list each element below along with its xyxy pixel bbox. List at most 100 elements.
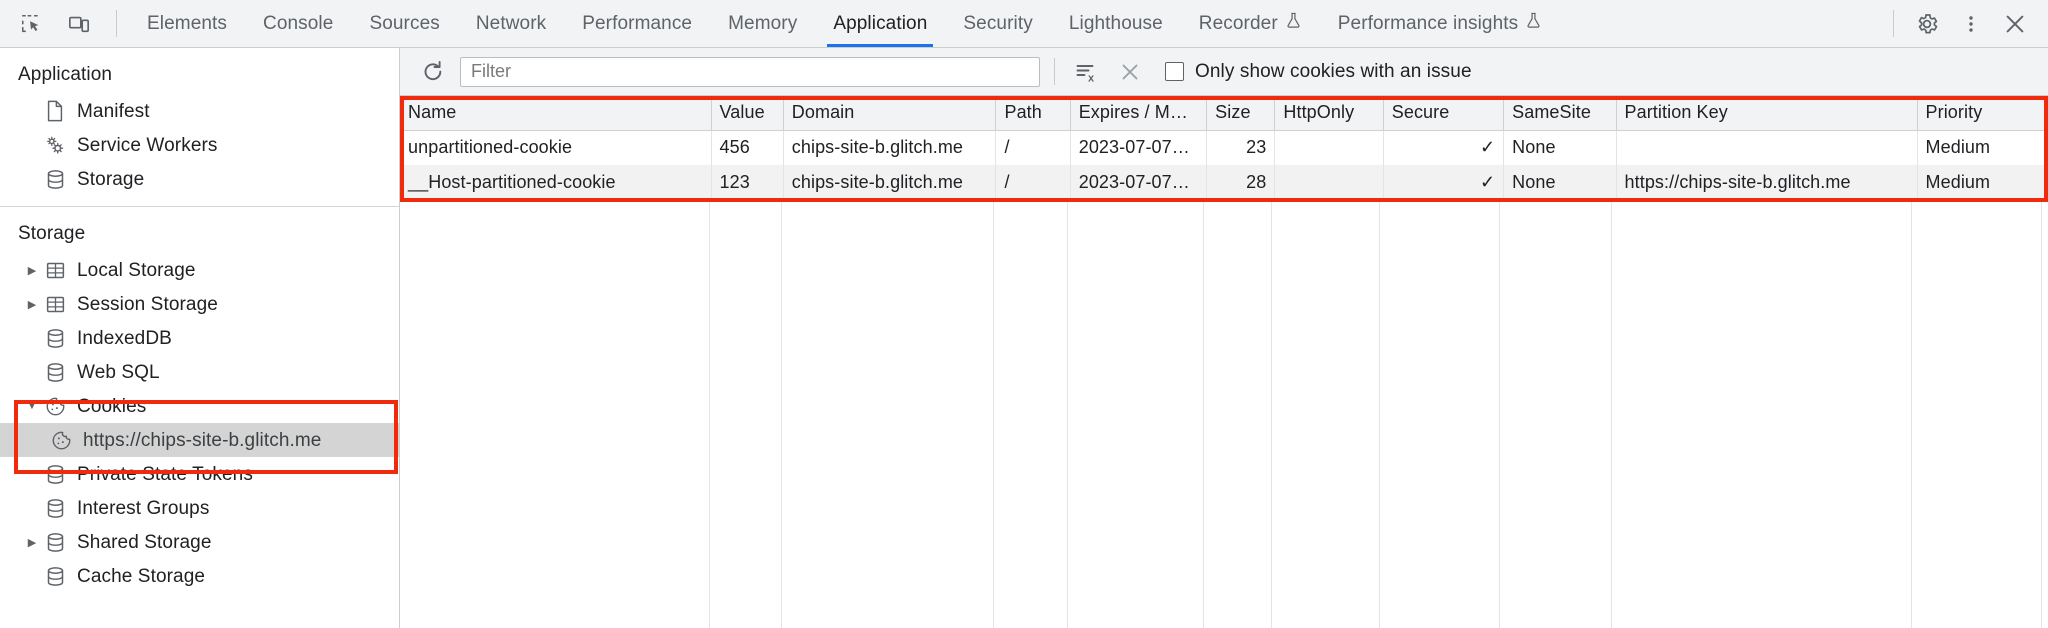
inspect-element-icon[interactable] [14,7,48,41]
cookie-icon [42,396,68,417]
sidebar-item-label: Private State Tokens [77,463,253,485]
clear-all-cookies-icon[interactable]: x [1069,55,1103,89]
tab-label: Network [475,12,547,34]
gear-icon[interactable] [1910,7,1944,41]
database-icon [42,498,68,519]
experiment-flask-icon [1285,12,1302,35]
cell-priority: Medium [1917,165,2048,200]
column-header-domain[interactable]: Domain [783,96,997,131]
tab-label: Elements [147,12,228,34]
tab-label: Console [263,12,334,34]
device-toolbar-icon[interactable] [62,7,96,41]
kebab-menu-icon[interactable] [1954,7,1988,41]
sidebar-item-label: https://chips-site-b.glitch.me [83,429,322,451]
table-row[interactable]: unpartitioned-cookie 456 chips-site-b.gl… [400,130,2048,165]
table-header-row: Name Value Domain Path Expires / M… Size… [400,96,2048,131]
cell-samesite: None [1503,165,1617,200]
column-header-samesite[interactable]: SameSite [1503,96,1617,131]
sidebar-item-label: Shared Storage [77,531,212,553]
tab-security[interactable]: Security [945,0,1050,47]
database-icon [42,169,68,190]
sidebar-item-cache-storage[interactable]: ▶ Cache Storage [0,559,399,593]
database-icon [42,362,68,383]
column-header-priority[interactable]: Priority [1917,96,2048,131]
grid-filler-lines [400,201,2048,628]
sidebar-item-cookie-origin[interactable]: https://chips-site-b.glitch.me [0,423,399,457]
cell-httponly [1274,165,1384,200]
sidebar-item-private-state-tokens[interactable]: ▶ Private State Tokens [0,457,399,491]
tab-console[interactable]: Console [245,0,351,47]
tab-label: Application [833,12,928,34]
table-grid-icon [42,260,68,281]
chevron-down-icon[interactable]: ▼ [26,400,38,412]
cell-samesite: None [1503,130,1617,165]
toolbar-divider [116,10,117,37]
cell-partition-key: https://chips-site-b.glitch.me [1616,165,1918,200]
sidebar-item-label: Local Storage [77,259,196,281]
sidebar-item-manifest[interactable]: ▶ Manifest [0,94,399,128]
sidebar-item-interest-groups[interactable]: ▶ Interest Groups [0,491,399,525]
tab-performance[interactable]: Performance [564,0,710,47]
panel-tabs: Elements Console Sources Network Perform… [129,0,1881,47]
sidebar-item-cookies[interactable]: ▼ Cookies [0,389,399,423]
column-header-path[interactable]: Path [995,96,1071,131]
sidebar-item-label: Storage [77,168,145,190]
tab-elements[interactable]: Elements [129,0,245,47]
cell-path: / [995,165,1071,200]
tab-performance-insights[interactable]: Performance insights [1320,0,1560,47]
tab-recorder[interactable]: Recorder [1181,0,1320,47]
chevron-right-icon[interactable]: ▶ [27,264,37,277]
sidebar-item-shared-storage[interactable]: ▶ Shared Storage [0,525,399,559]
cell-name: unpartitioned-cookie [400,130,712,165]
cell-expires: 2023-07-07… [1070,130,1208,165]
tab-lighthouse[interactable]: Lighthouse [1051,0,1181,47]
column-header-value[interactable]: Value [711,96,784,131]
tabbar-right-icons [1881,0,2048,47]
sidebar-item-session-storage[interactable]: ▶ Session Storage [0,287,399,321]
tab-application[interactable]: Application [815,0,945,47]
sidebar-item-indexeddb[interactable]: ▶ IndexedDB [0,321,399,355]
cookies-table: Name Value Domain Path Expires / M… Size… [400,96,2048,200]
sidebar-item-web-sql[interactable]: ▶ Web SQL [0,355,399,389]
sidebar-section-storage: Storage ▶ Local Storage ▶ [0,206,399,603]
tab-memory[interactable]: Memory [710,0,815,47]
filter-input[interactable] [460,56,1040,87]
sidebar-item-storage[interactable]: ▶ Storage [0,162,399,196]
chevron-right-icon[interactable]: ▶ [27,298,37,311]
refresh-icon[interactable] [416,55,450,89]
only-show-issues-checkbox[interactable]: Only show cookies with an issue [1165,61,1472,83]
tab-label: Lighthouse [1068,12,1163,34]
table-row[interactable]: __Host-partitioned-cookie 123 chips-site… [400,165,2048,200]
tab-label: Security [963,12,1033,34]
column-header-expires[interactable]: Expires / M… [1070,96,1208,131]
column-header-partition-key[interactable]: Partition Key [1616,96,1918,131]
devtools-tabbar: Elements Console Sources Network Perform… [0,0,2048,48]
tab-network[interactable]: Network [458,0,564,47]
sidebar-item-local-storage[interactable]: ▶ Local Storage [0,253,399,287]
cell-expires: 2023-07-07… [1070,165,1208,200]
service-workers-gears-icon [42,134,68,156]
cell-size: 28 [1206,165,1276,200]
cookies-filter-toolbar: x Only show cookies with an issue [400,48,2048,96]
table-grid-icon [42,294,68,315]
sidebar-section-title: Storage [18,223,86,244]
checkbox-box[interactable] [1165,62,1184,81]
close-icon[interactable] [1998,7,2032,41]
column-header-size[interactable]: Size [1206,96,1276,131]
column-header-httponly[interactable]: HttpOnly [1274,96,1384,131]
tab-sources[interactable]: Sources [351,0,457,47]
application-sidebar: Application ▶ Manifest ▶ [0,48,400,628]
sidebar-item-service-workers[interactable]: ▶ Service Workers [0,128,399,162]
column-header-name[interactable]: Name [400,96,712,131]
chevron-right-icon[interactable]: ▶ [27,536,37,549]
clear-filtered-cookies-icon[interactable] [1113,55,1147,89]
tab-label: Performance insights [1337,12,1519,34]
sidebar-section-title: Application [18,64,113,85]
column-header-secure[interactable]: Secure [1383,96,1505,131]
cell-priority: Medium [1917,130,2048,165]
filterbar-divider [1054,58,1055,85]
sidebar-item-label: Interest Groups [77,497,210,519]
sidebar-item-label: IndexedDB [77,327,172,349]
cookies-panel: x Only show cookies with an issue [400,48,2048,628]
